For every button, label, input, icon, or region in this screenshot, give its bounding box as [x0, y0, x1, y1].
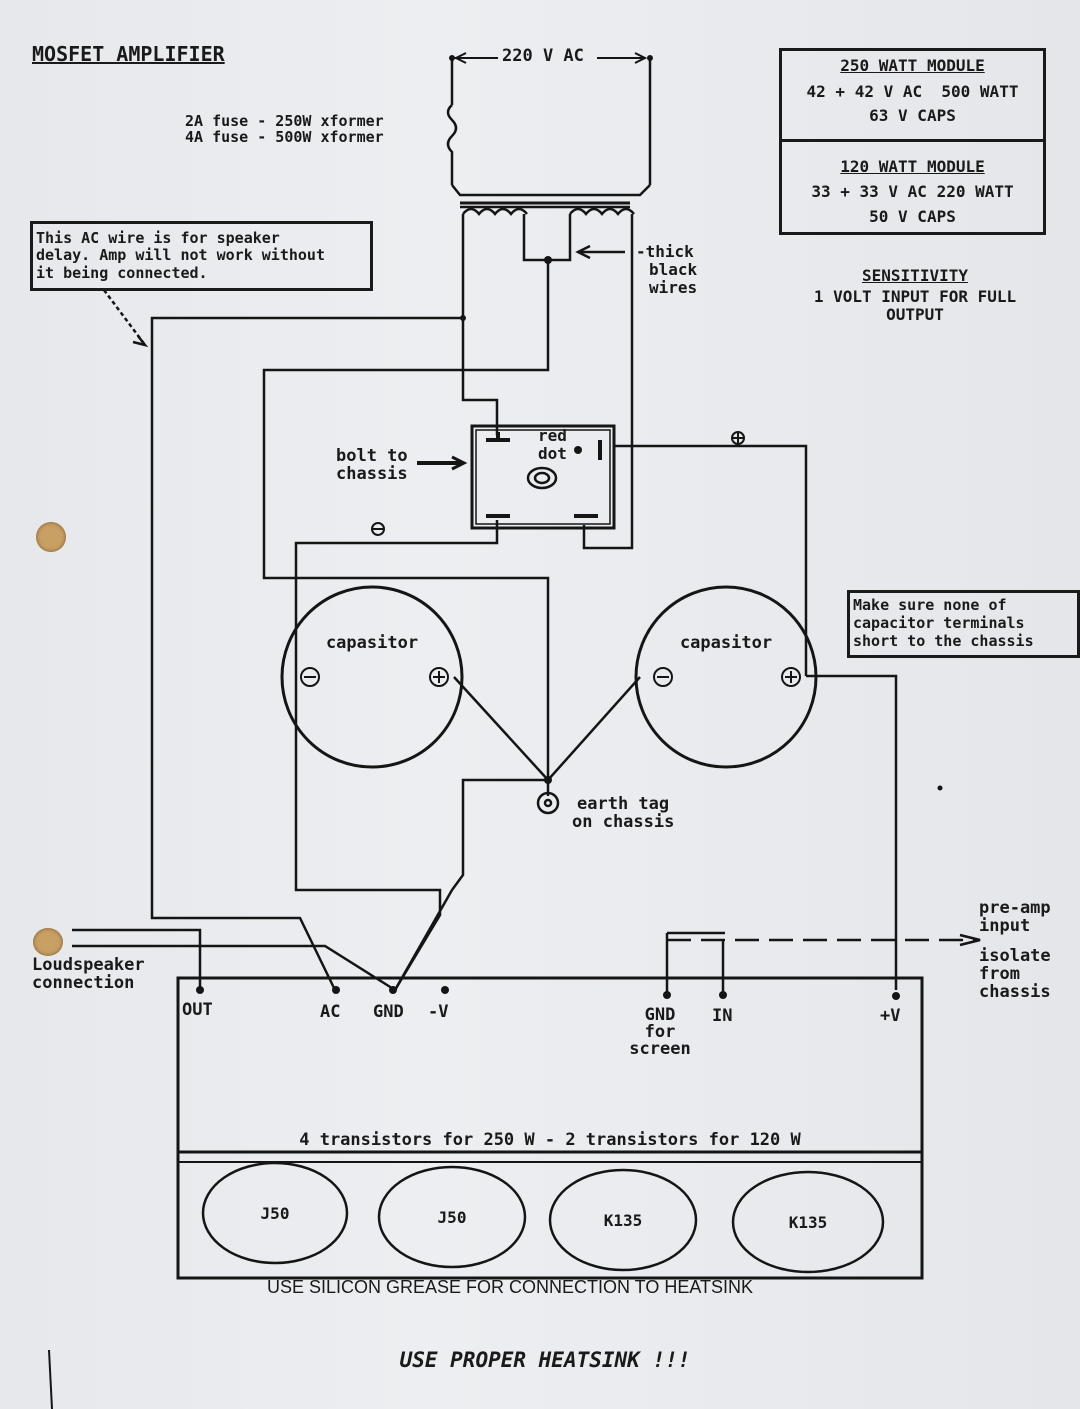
positive-rail	[614, 444, 808, 676]
thick-wires-label-2: black	[649, 260, 698, 279]
ac-wire-note-line2: delay. Amp will not work without	[36, 246, 325, 264]
chassis-note-line1: Make sure none of	[853, 596, 1007, 614]
earth-tag-label-2: on chassis	[572, 812, 675, 832]
punch-hole	[33, 928, 63, 956]
loudspeaker-label-2: connection	[32, 973, 135, 993]
cap-left-plus-icon	[429, 667, 449, 687]
chassis-note-line3: short to the chassis	[853, 632, 1034, 650]
grease-note: USE SILICON GREASE FOR CONNECTION TO HEA…	[266, 1277, 754, 1297]
transformer-primary	[451, 184, 651, 197]
module-120w-title: 120 WATT MODULE	[840, 157, 985, 176]
terminal-posv: +V	[880, 1006, 901, 1026]
earth-tag-label-1: earth tag	[577, 794, 670, 814]
preamp-label-1: pre-amp	[979, 898, 1051, 918]
minus-sign-icon	[371, 522, 385, 536]
negative-rail	[294, 520, 499, 991]
capacitor-left-label: capasitor	[325, 633, 419, 653]
capacitor-left	[280, 585, 464, 769]
ac-wire-note-line3: it being connected.	[36, 264, 208, 282]
ac-input-label: 220 V AC	[502, 46, 584, 66]
module-120w-box	[779, 139, 1046, 235]
ac-speaker-wire	[150, 316, 463, 991]
ac-wire-note-line1: This AC wire is for speaker	[36, 229, 280, 247]
module-250w-line1: 42 + 42 V AC 500 WATT	[806, 82, 1019, 101]
speaker-wire-out	[72, 928, 202, 988]
isolate-label-3: chassis	[979, 982, 1051, 1002]
terminal-gnd-screen-1: GND	[644, 1005, 676, 1025]
terminal-in: IN	[712, 1006, 733, 1026]
capacitor-right-label: capasitor	[679, 633, 773, 653]
terminal-gnd-screen-2: for	[644, 1022, 676, 1042]
ac-wire-note-box	[30, 221, 373, 291]
preamp-label-2: input	[979, 916, 1031, 936]
module-250w-title: 250 WATT MODULE	[840, 56, 985, 75]
transistor-2-label: J50	[437, 1208, 467, 1227]
bolt-label-2: chassis	[336, 464, 408, 484]
earth-to-ground	[450, 778, 548, 891]
chassis-note-box	[847, 590, 1080, 658]
center-tap	[522, 214, 572, 262]
amp-module-box	[176, 976, 924, 1280]
cap-right-minus-icon	[653, 667, 673, 687]
fuse-note-2: 4A fuse - 500W xformer	[185, 128, 384, 146]
terminal-negv: -V	[428, 1002, 449, 1022]
coil-right-icon	[569, 207, 635, 216]
terminal-ac: AC	[320, 1002, 341, 1022]
isolate-label-1: isolate	[979, 946, 1051, 966]
plus-sign-icon	[731, 431, 745, 445]
module-120w-line2: 50 V CAPS	[869, 207, 956, 226]
transistor-4-label: K135	[788, 1213, 828, 1232]
transistor-4	[731, 1170, 885, 1274]
sensitivity-line2: OUTPUT	[886, 305, 944, 324]
module-120w-line1: 33 + 33 V AC 220 WATT	[811, 182, 1014, 201]
red-dot-label-2: dot	[538, 444, 567, 463]
speaker-wire-gnd	[72, 944, 396, 992]
cap-right-plus-icon	[781, 667, 801, 687]
ac-note-arrow	[102, 289, 147, 346]
thick-wires-label-1: -thick	[636, 242, 694, 261]
transistor-2	[377, 1165, 527, 1269]
red-dot-label-1: red	[538, 426, 567, 445]
punch-hole	[36, 522, 66, 552]
terminal-out: OUT	[182, 1000, 213, 1020]
loudspeaker-label-1: Loudspeaker	[32, 955, 145, 975]
bolt-label-1: bolt to	[336, 446, 408, 466]
positive-to-module	[806, 674, 898, 990]
transistor-3-label: K135	[603, 1211, 643, 1230]
bridge-rectifier	[470, 424, 616, 530]
center-tap-to-earth	[262, 260, 550, 780]
fuse-icon	[446, 104, 458, 185]
coil-left-icon	[462, 207, 528, 216]
transistor-note: 4 transistors for 250 W - 2 transistors …	[299, 1130, 801, 1150]
secondary-wire-2	[582, 214, 634, 550]
sensitivity-title: SENSITIVITY	[862, 266, 968, 285]
module-250w-line2: 63 V CAPS	[869, 106, 956, 125]
thick-wires-label-3: wires	[649, 278, 698, 297]
secondary-wire-1	[461, 214, 499, 435]
terminal-gnd: GND	[373, 1002, 404, 1022]
cap-left-minus-icon	[300, 667, 320, 687]
fuse-note-1: 2A fuse - 250W xformer	[185, 112, 384, 130]
chassis-note-line2: capacitor terminals	[853, 614, 1025, 632]
page-title: MOSFET AMPLIFIER	[32, 42, 225, 66]
isolate-label-2: from	[979, 964, 1020, 984]
transistor-1	[201, 1161, 349, 1265]
transistor-3	[548, 1168, 698, 1272]
heatsink-note: USE PROPER HEATSINK !!!	[399, 1348, 691, 1372]
earth-tag-icon	[536, 791, 560, 815]
transistor-1-label: J50	[260, 1204, 290, 1223]
sensitivity-line1: 1 VOLT INPUT FOR FULL	[813, 287, 1017, 306]
terminal-gnd-screen-3: screen	[629, 1039, 691, 1059]
